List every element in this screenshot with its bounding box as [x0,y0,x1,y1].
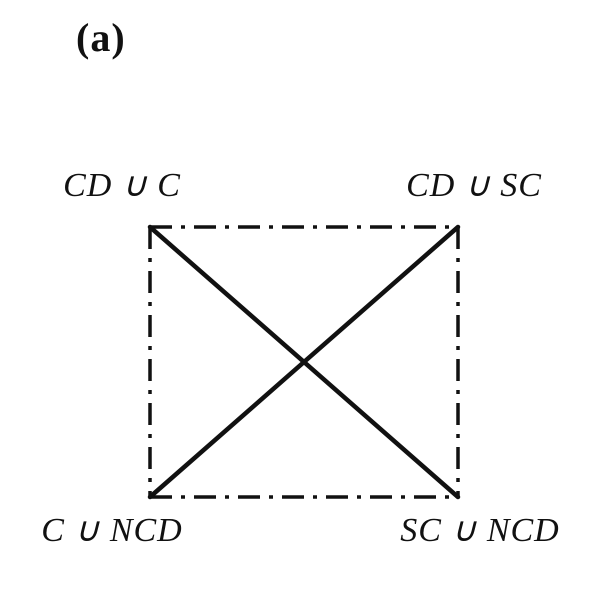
corner-label-top-right: CD ∪ SC [406,167,542,204]
corner-label-top-left: CD ∪ C [63,167,181,204]
diagonal-topright-bottomleft [147,224,461,500]
corner-label-bottom-right: SC ∪ NCD [400,512,560,549]
panel-label: (a) [76,15,126,60]
corner-label-bottom-left: C ∪ NCD [41,512,183,549]
